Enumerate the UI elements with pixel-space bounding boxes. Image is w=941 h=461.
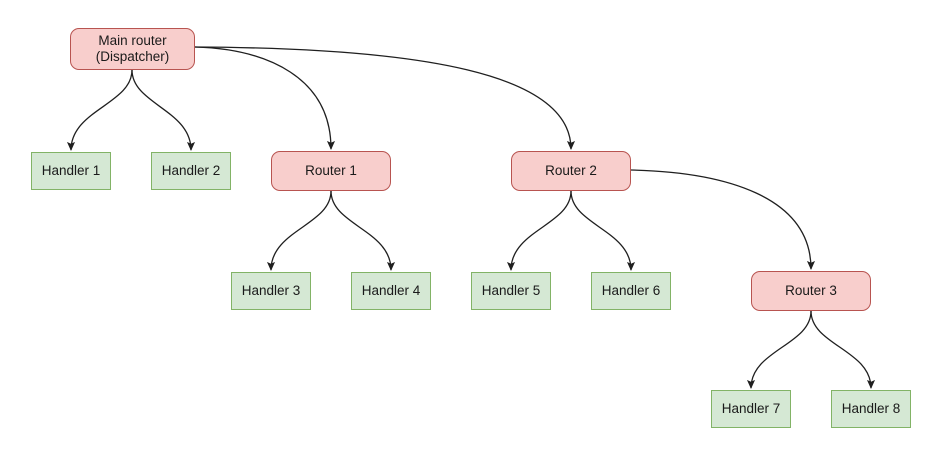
edge-main-to-handler-1: [66, 69, 133, 152]
node-handler-4[interactable]: Handler 4: [351, 272, 431, 310]
node-handler-3[interactable]: Handler 3: [231, 272, 311, 310]
edge-router-1-to-handler-4: [330, 190, 396, 272]
edge-router-2-to-handler-6: [570, 190, 636, 272]
node-router-1[interactable]: Router 1: [271, 151, 391, 191]
edge-router-2-to-handler-5: [506, 190, 572, 272]
edge-router-2-to-router-3: [630, 169, 816, 271]
node-router-2[interactable]: Router 2: [511, 151, 631, 191]
edge-main-to-router-2: [194, 46, 576, 151]
edge-main-to-router-1: [194, 46, 336, 151]
node-handler-5[interactable]: Handler 5: [471, 272, 551, 310]
node-handler-8[interactable]: Handler 8: [831, 390, 911, 428]
node-main-router[interactable]: Main router (Dispatcher): [70, 28, 195, 70]
edge-router-3-to-handler-8: [810, 310, 876, 390]
node-handler-1[interactable]: Handler 1: [31, 152, 111, 190]
edges: [66, 46, 876, 390]
node-handler-7[interactable]: Handler 7: [711, 390, 791, 428]
edge-main-to-handler-2: [131, 69, 196, 152]
node-router-3[interactable]: Router 3: [751, 271, 871, 311]
node-handler-6[interactable]: Handler 6: [591, 272, 671, 310]
node-handler-2[interactable]: Handler 2: [151, 152, 231, 190]
edge-router-3-to-handler-7: [746, 310, 812, 390]
edge-router-1-to-handler-3: [266, 190, 332, 272]
